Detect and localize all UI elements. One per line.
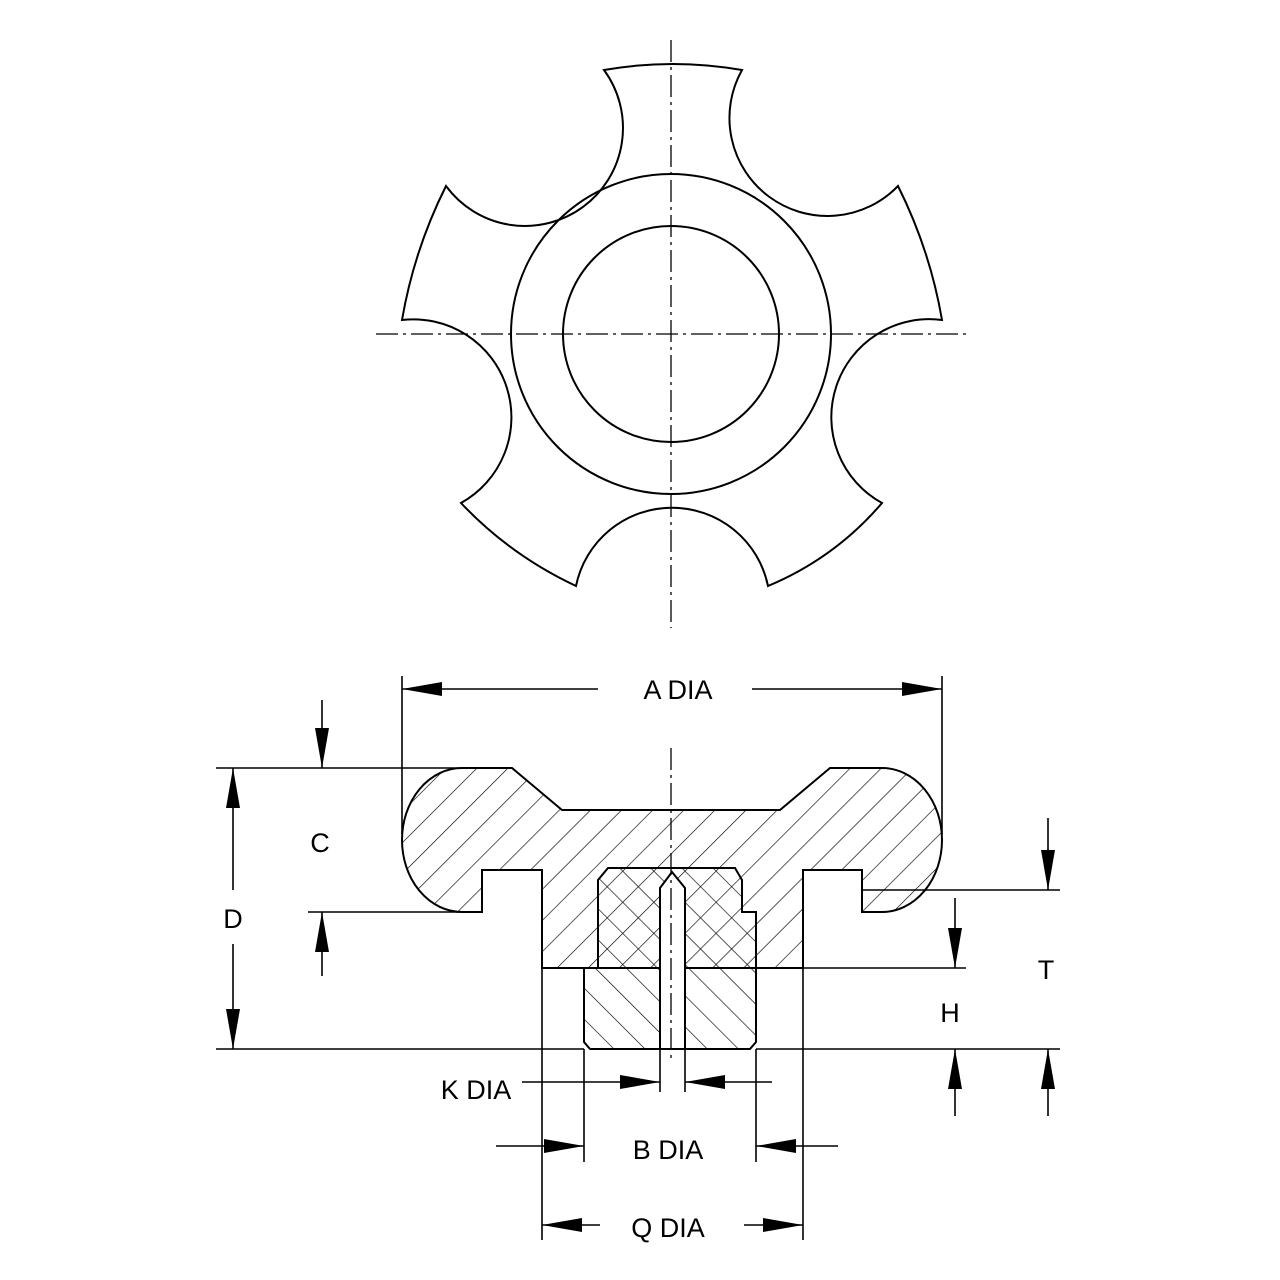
t-label: T [1038, 955, 1055, 985]
top-view [376, 40, 966, 628]
b-dia-label: B DIA [633, 1135, 704, 1165]
dimension-labels: A DIA C D T H K DIA B DIA Q DIA [223, 675, 1054, 1243]
knob-lobed-outline [400, 63, 944, 588]
d-label: D [223, 904, 243, 934]
section-view [400, 748, 944, 1062]
dimension-lines [216, 676, 1060, 1240]
c-label: C [310, 828, 330, 858]
bore-cavity [659, 870, 686, 1050]
q-dia-label: Q DIA [631, 1213, 705, 1243]
h-label: H [940, 998, 960, 1028]
k-dia-label: K DIA [441, 1075, 512, 1105]
a-dia-label: A DIA [643, 675, 712, 705]
